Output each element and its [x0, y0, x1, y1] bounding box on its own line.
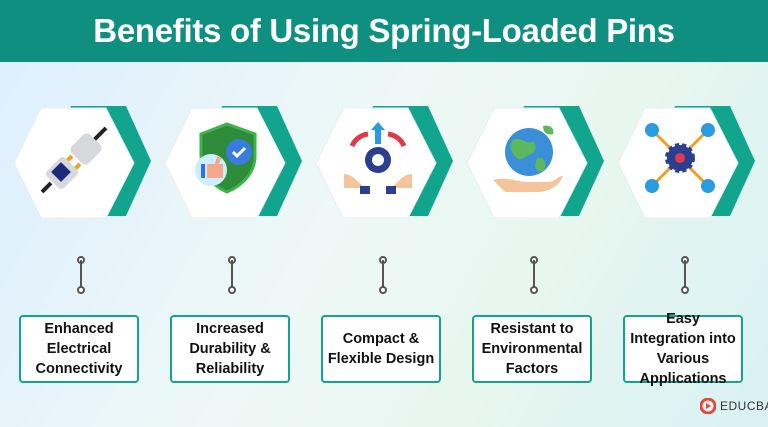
hexagon-badge [610, 96, 760, 226]
connector-dot [379, 286, 387, 294]
benefit-label: Increased Durability & Reliability [170, 315, 290, 383]
connector-line [80, 260, 82, 290]
benefit-label: Easy Integration into Various Applicatio… [623, 311, 743, 387]
educba-logo: EDUCBA [700, 398, 768, 414]
plug-icon [36, 118, 116, 198]
hexagon-badge [459, 96, 609, 226]
hexagon-badge [308, 96, 458, 226]
benefit-label: Enhanced Electrical Connectivity [19, 315, 139, 383]
connector-dot [681, 286, 689, 294]
page-title: Benefits of Using Spring-Loaded Pins [93, 12, 675, 49]
header-banner: Benefits of Using Spring-Loaded Pins [0, 0, 768, 62]
connector-line [382, 260, 384, 290]
connector-line [684, 260, 686, 290]
globe-hand-icon [489, 118, 569, 198]
hexagon-badge [6, 96, 156, 226]
gear-network-icon [640, 118, 720, 198]
benefit-label: Resistant to Environmental Factors [472, 315, 592, 383]
connector-dot [77, 286, 85, 294]
educba-logo-icon [700, 398, 716, 414]
arrows-gear-icon [338, 118, 418, 198]
connector-line [533, 260, 535, 290]
connector-dot [530, 286, 538, 294]
shield-check-icon [187, 118, 267, 198]
connector-dot [228, 286, 236, 294]
benefit-label: Compact & Flexible Design [321, 315, 441, 383]
hexagon-badge [157, 96, 307, 226]
connector-line [231, 260, 233, 290]
brand-name: EDUCBA [720, 399, 768, 413]
